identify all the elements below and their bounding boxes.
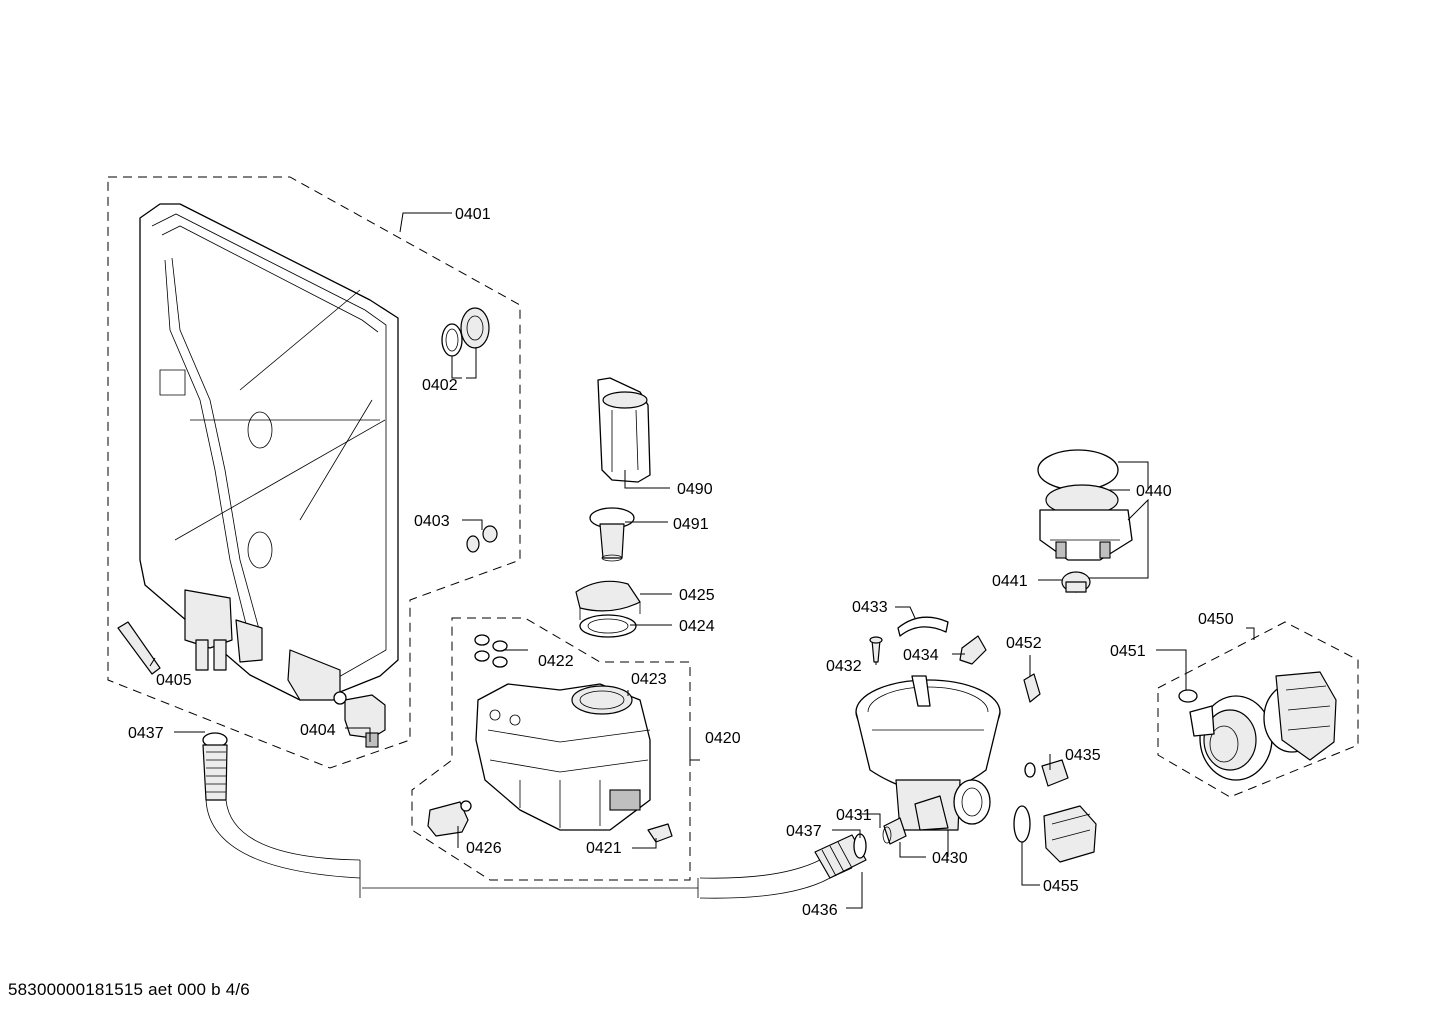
latch-0434 [959, 635, 987, 665]
seals-0422 [474, 634, 508, 668]
sump-assembly-0420 [475, 683, 651, 831]
group-outline-sump [411, 617, 691, 881]
part-label-0421: 0421 [586, 840, 622, 857]
part-label-0437-left: 0437 [128, 725, 164, 742]
part-label-0424: 0424 [679, 618, 715, 635]
part-label-0432: 0432 [826, 658, 862, 675]
seal-0455 [1013, 805, 1031, 843]
hose-0437 [202, 732, 698, 898]
motor-0441 [1061, 571, 1091, 593]
pump-housing-0430 [855, 675, 1001, 831]
part-label-0430: 0430 [932, 850, 968, 867]
document-id-footer: 58300000181515 aet 000 b 4/6 [8, 980, 250, 999]
clamp-0451 [1178, 689, 1198, 703]
heat-pump-0450 [1189, 671, 1337, 781]
part-label-0433: 0433 [852, 599, 888, 616]
fitting-0403 [466, 525, 498, 553]
part-label-0402: 0402 [422, 377, 458, 394]
seal-ring-0440 [1037, 449, 1119, 491]
part-label-0425: 0425 [679, 587, 715, 604]
part-label-0420: 0420 [705, 730, 741, 747]
tub-side-panel [139, 203, 399, 701]
part-label-0422: 0422 [538, 653, 574, 670]
valve-0426 [427, 800, 472, 837]
sensor-0435 [1024, 759, 1069, 787]
part-label-0434: 0434 [903, 647, 939, 664]
lid-0425 [575, 580, 641, 620]
part-label-0435: 0435 [1065, 747, 1101, 764]
pump-0455 [1043, 805, 1097, 863]
part-label-0441: 0441 [992, 573, 1028, 590]
part-label-0436: 0436 [802, 902, 838, 919]
part-label-0431: 0431 [836, 807, 872, 824]
part-label-0404: 0404 [300, 722, 336, 739]
part-label-0491: 0491 [673, 516, 709, 533]
clip-0421 [647, 823, 673, 843]
part-label-0401: 0401 [455, 206, 491, 223]
sensor-0452 [1023, 673, 1041, 703]
cover-0433 [897, 616, 949, 637]
funnel-0490 [597, 377, 651, 483]
valve-0404 [333, 691, 386, 748]
screw-0432 [869, 636, 883, 663]
part-label-0405: 0405 [156, 672, 192, 689]
cap-0491 [589, 507, 635, 562]
part-label-0450: 0450 [1198, 611, 1234, 628]
part-label-0455: 0455 [1043, 878, 1079, 895]
part-label-0403: 0403 [414, 513, 450, 530]
group-outline-heat-pump [1157, 621, 1359, 798]
housing-0440 [1039, 484, 1133, 561]
part-label-0440: 0440 [1136, 483, 1172, 500]
seal-ring-0402 [441, 307, 490, 357]
part-label-0423: 0423 [631, 671, 667, 688]
hose-0436 [697, 833, 867, 899]
part-labels: 0401 0402 0403 0404 0405 0437 0490 0491 … [128, 206, 1234, 919]
bracket-0405 [117, 621, 161, 675]
part-label-0451: 0451 [1110, 643, 1146, 660]
part-label-0452: 0452 [1006, 635, 1042, 652]
seal-ring-0424 [579, 614, 637, 638]
leader-lines [149, 212, 1255, 909]
part-label-0490: 0490 [677, 481, 713, 498]
group-outline-tub [107, 176, 521, 769]
part-label-0437-right: 0437 [786, 823, 822, 840]
part-label-0426: 0426 [466, 840, 502, 857]
pipe-0431 [882, 817, 907, 845]
